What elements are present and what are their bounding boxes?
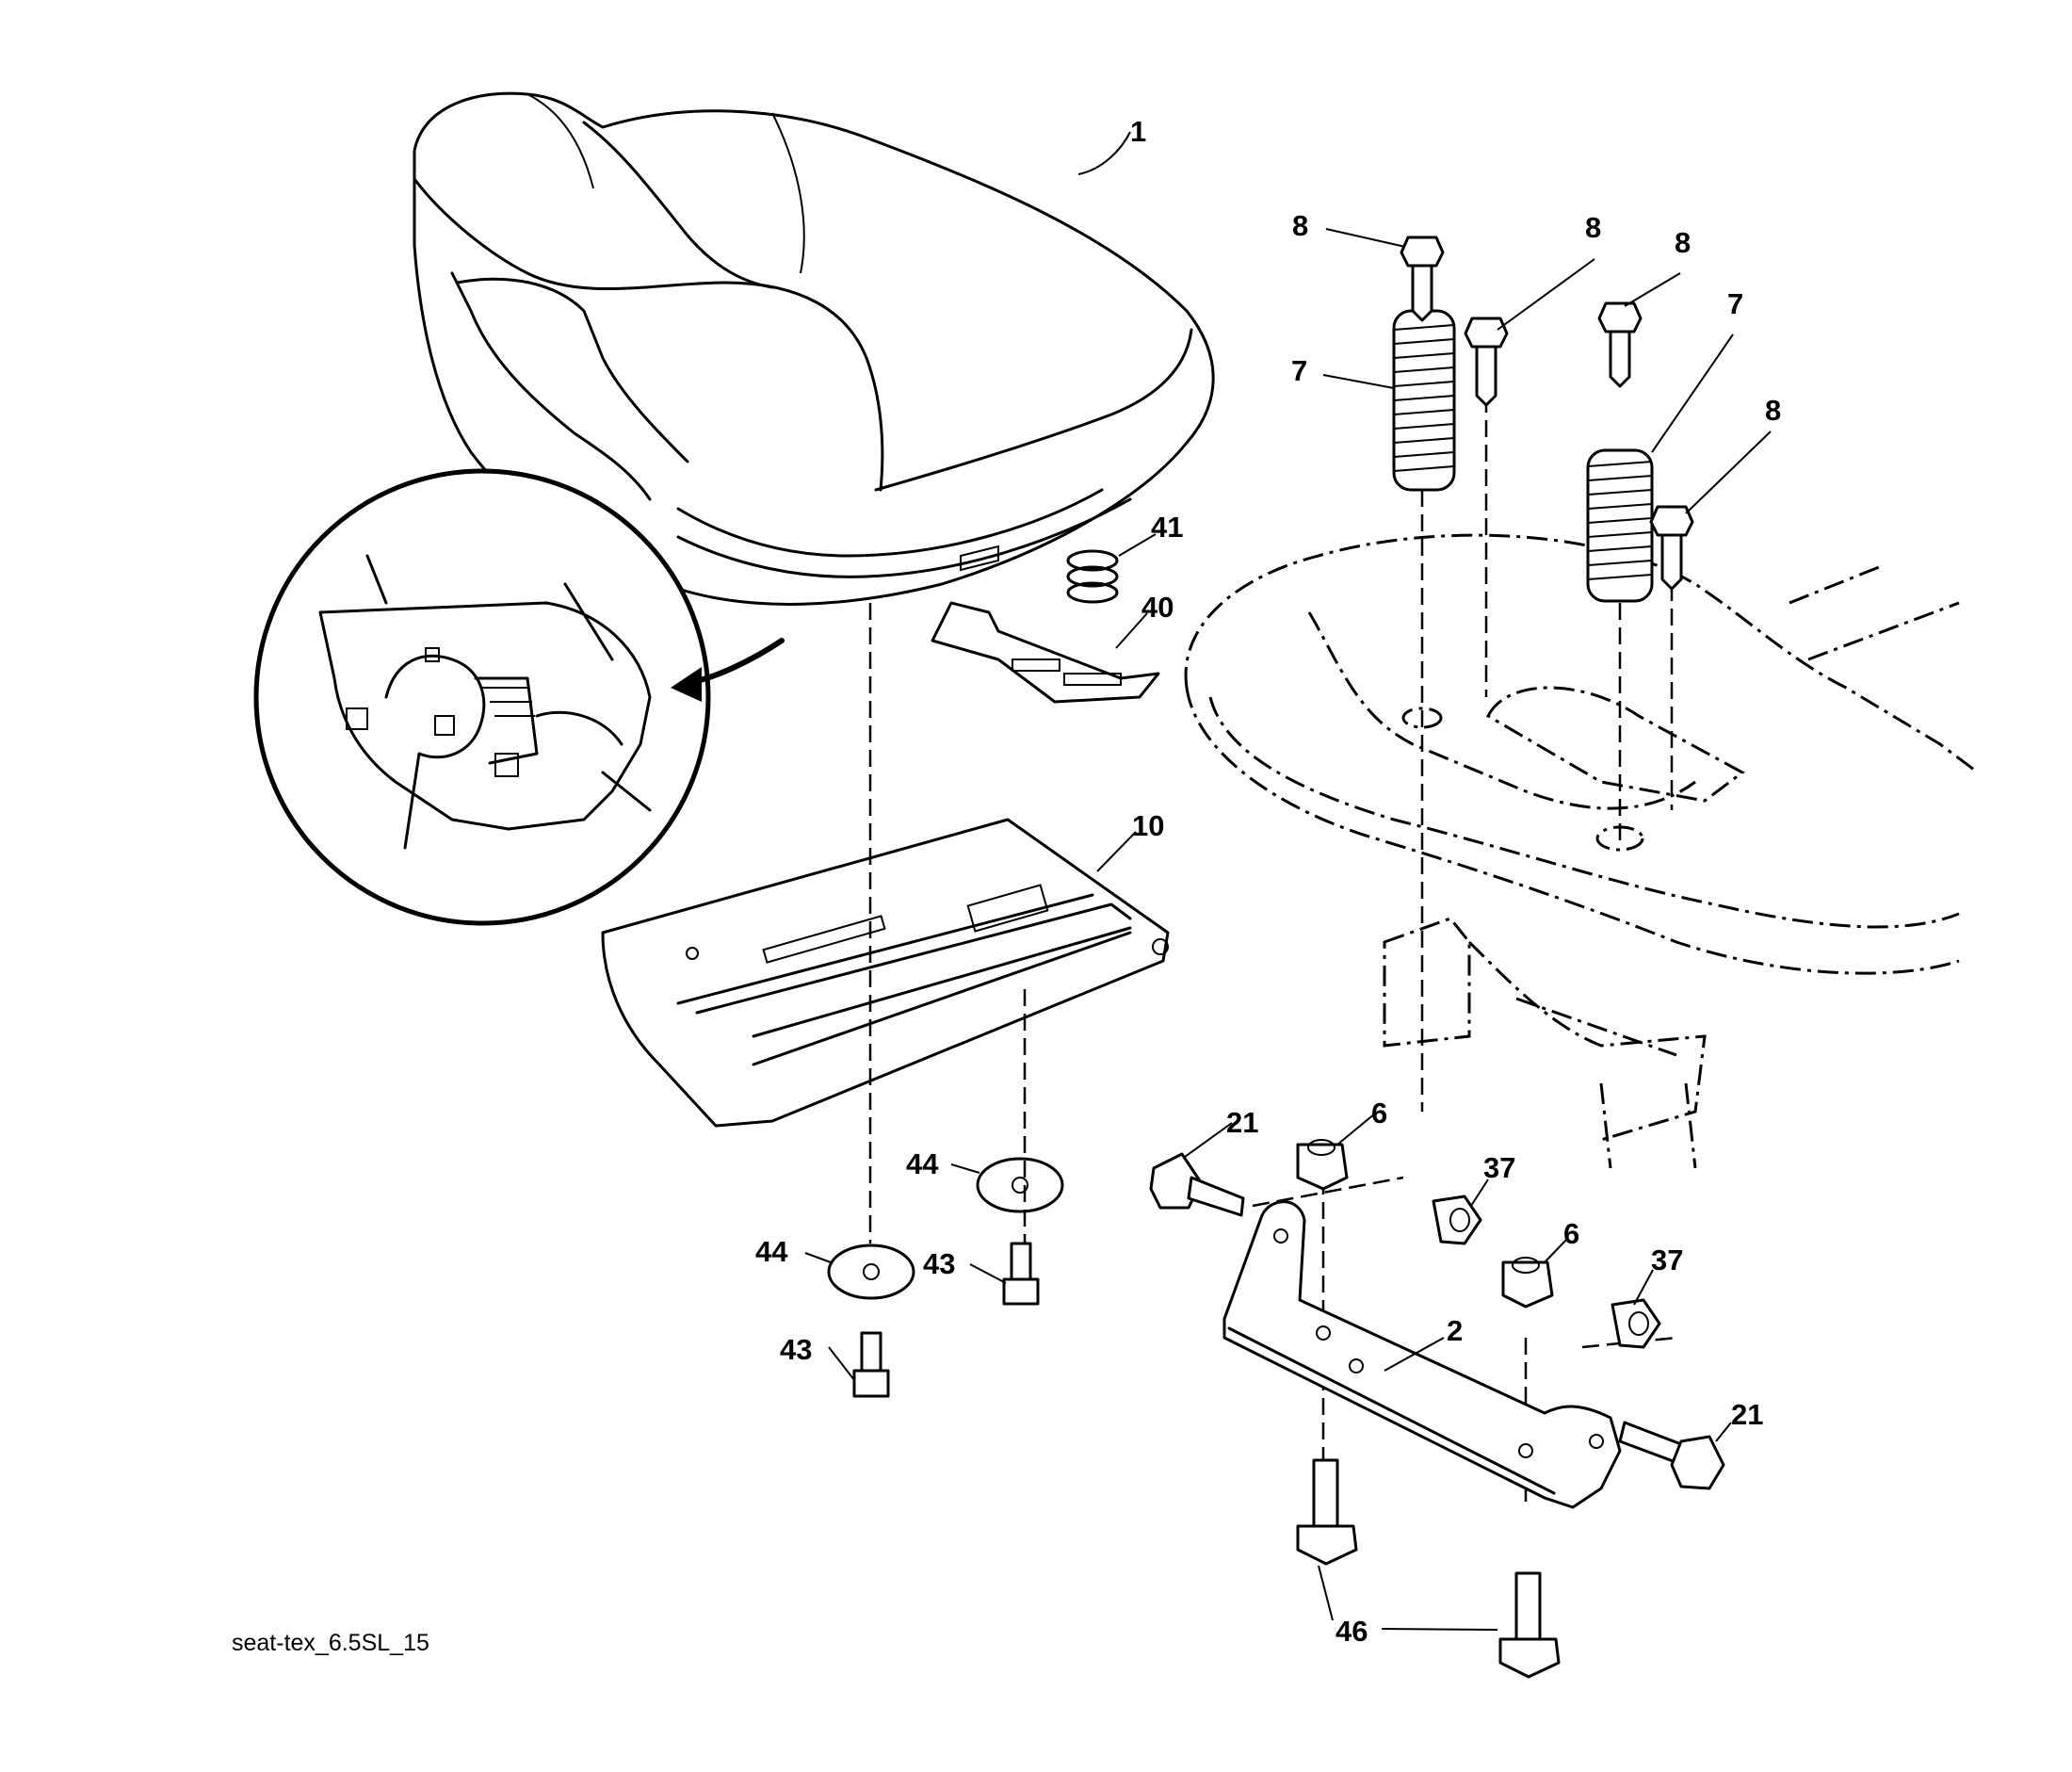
label-bolt-21-left: 21 [1226,1106,1258,1139]
bolt-8b-part [1464,317,1509,407]
label-nut-lower: 6 [1563,1217,1579,1250]
bracket-part [1222,1200,1622,1509]
washer-lower-part [827,1244,915,1300]
leader-lines [804,131,1772,1631]
label-clip: 40 [1141,591,1174,624]
washer-upper-part [976,1157,1064,1213]
seat-part [413,91,1215,606]
label-bolt-46: 46 [1335,1615,1368,1648]
screw-upper-part [1002,1242,1040,1306]
label-nut-upper: 6 [1371,1097,1387,1130]
label-spring-right: 7 [1727,287,1743,320]
part-labels: 1 8 8 8 7 7 8 41 40 10 44 44 43 43 21 6 … [755,115,1781,1648]
screw-lower-part [852,1331,890,1398]
bolt-21-left-part [1149,1152,1245,1217]
diagram-caption: seat-tex_6.5SL_15 [232,1630,429,1656]
label-bolt-8a: 8 [1292,209,1308,242]
locknut-lower-part [1611,1298,1661,1349]
frame-outline [1184,533,1979,1169]
label-washer-lower: 44 [755,1235,788,1268]
seat-pan-part [601,818,1170,1128]
label-bracket: 2 [1447,1314,1463,1347]
spring-left-part [1392,309,1456,492]
label-locknut-lower: 37 [1651,1244,1683,1276]
bolt-8c-part [1597,301,1643,388]
spring-right-part [1586,448,1654,603]
bolt-46-left-part [1296,1458,1358,1566]
label-bolt-8d: 8 [1765,394,1781,427]
label-bolt-8c: 8 [1675,226,1691,259]
label-bolt-8b: 8 [1585,211,1601,244]
detail-inset [253,468,785,926]
label-seat: 1 [1130,115,1146,148]
label-screw-upper: 43 [923,1247,955,1280]
label-washer-upper: 44 [906,1147,939,1180]
bolt-8d-part [1649,505,1694,591]
bolt-8a-part [1400,236,1445,322]
bolt-46-right-part [1498,1571,1561,1679]
label-screw-lower: 43 [780,1333,812,1366]
clip-part [931,601,1160,704]
locknut-upper-part [1432,1195,1482,1245]
label-small-spring: 41 [1151,511,1183,544]
label-locknut-upper: 37 [1483,1151,1515,1184]
label-seat-pan: 10 [1132,809,1164,842]
label-bolt-21-right: 21 [1731,1398,1763,1431]
nut-upper-part [1296,1139,1349,1191]
nut-lower-part [1501,1257,1554,1309]
label-spring-left: 7 [1291,354,1307,387]
bolt-21-right-part [1618,1421,1725,1490]
small-spring-part [1066,549,1119,604]
